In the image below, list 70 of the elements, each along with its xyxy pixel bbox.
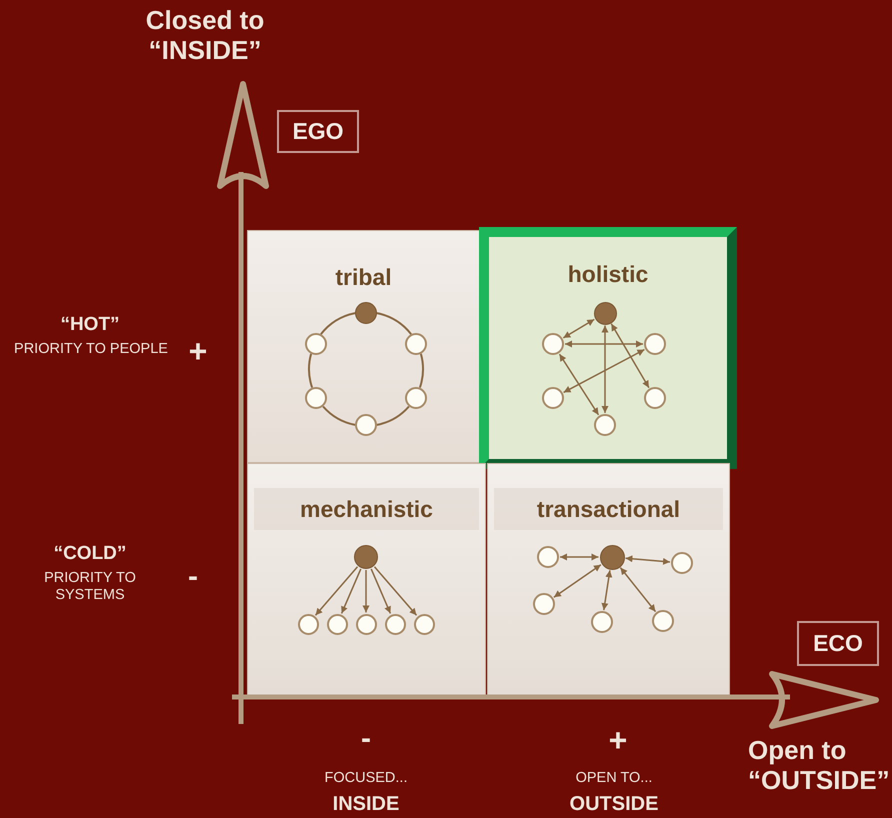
arrow [370, 568, 392, 614]
double-arrow [625, 555, 670, 565]
double-arrow [562, 318, 595, 339]
member-circle [542, 387, 564, 409]
arrow [340, 568, 362, 614]
double-arrow [610, 323, 650, 388]
ring-arc [322, 406, 356, 426]
member-circle [533, 593, 555, 615]
quadrant-panel [487, 463, 730, 696]
sign-label: - [360, 722, 372, 756]
member-circle [537, 546, 559, 568]
member-circle [305, 387, 327, 409]
label-box: EGO [277, 110, 359, 153]
ring-arc [308, 354, 314, 388]
label-box: ECO [797, 621, 879, 666]
double-arrow [620, 567, 656, 612]
double-arrow [602, 326, 608, 413]
column-title: INSIDE [332, 793, 400, 816]
sign-label: + [188, 333, 208, 370]
member-circle [355, 414, 377, 436]
double-arrow [563, 348, 645, 394]
ring-arc [320, 312, 356, 335]
axis-title: Open to “OUTSIDE” [748, 736, 891, 796]
column-title: OUTSIDE [568, 793, 660, 816]
row-caption: PRIORITY TO PEOPLE [13, 341, 169, 358]
ring-arc [376, 312, 412, 335]
hub-circle [355, 302, 377, 324]
quadrant-title: tribal [334, 264, 393, 290]
member-circle [356, 614, 376, 634]
arrow [374, 566, 418, 616]
member-circle [384, 614, 406, 634]
member-circle [414, 614, 434, 634]
hub-circle [354, 545, 378, 569]
double-arrow [553, 564, 602, 598]
double-arrow [560, 554, 598, 560]
arrow [362, 570, 370, 612]
hub-circle [600, 544, 624, 570]
member-circle [644, 333, 666, 355]
arrow [314, 566, 358, 616]
double-arrow [558, 354, 600, 416]
quadrant-title: transactional [494, 488, 723, 530]
member-circle [594, 414, 616, 436]
member-circle [671, 552, 693, 574]
row-caption: PRIORITY TO SYSTEMS [43, 570, 137, 604]
column-caption: OPEN TO... [574, 770, 654, 787]
quadrant-title: holistic [566, 261, 650, 287]
sign-label: + [608, 722, 628, 759]
member-circle [644, 387, 666, 409]
quadrant-title: mechanistic [254, 488, 479, 530]
ring-arc [376, 406, 410, 426]
member-circle [305, 333, 327, 355]
member-circle [542, 333, 564, 355]
double-arrow [565, 340, 643, 348]
quadrant-panel [247, 463, 486, 696]
row-title: “COLD” [52, 543, 128, 565]
ring-arc [418, 354, 424, 388]
axis-title: Closed to “INSIDE” [144, 6, 266, 66]
sign-label: - [187, 560, 199, 594]
member-circle [405, 333, 427, 355]
quadrant-panel [479, 227, 737, 469]
member-circle [298, 614, 318, 634]
member-circle [326, 614, 348, 634]
member-circle [405, 387, 427, 409]
column-caption: FOCUSED... [324, 770, 408, 787]
double-arrow [601, 570, 612, 610]
member-circle [591, 611, 613, 633]
row-title: “HOT” [59, 314, 121, 336]
member-circle [652, 610, 674, 632]
hub-circle [594, 302, 616, 324]
quadrant-panel [247, 230, 480, 463]
